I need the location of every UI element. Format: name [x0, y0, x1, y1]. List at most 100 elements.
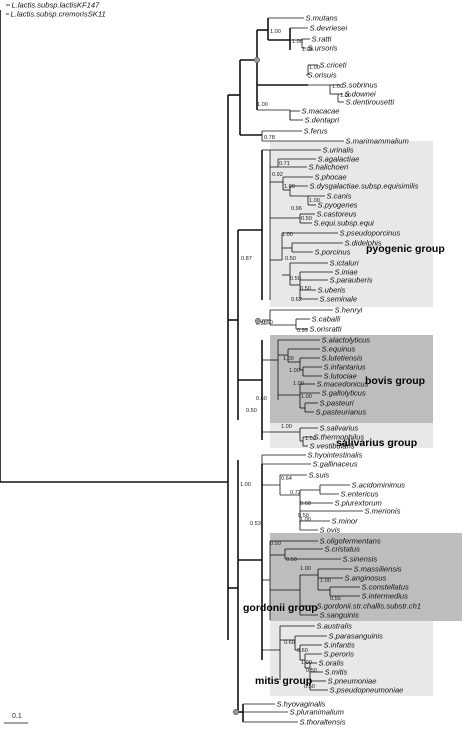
mitis-group-box — [270, 621, 433, 696]
support-value: 0.71 — [279, 161, 290, 167]
taxon-label: S.thoraltensis — [300, 718, 346, 727]
support-value: 1.00 — [284, 184, 295, 190]
taxon-label: S.dysgalactiae.subsp.equisimilis — [310, 182, 419, 191]
support-value: 0.87 — [241, 256, 252, 262]
taxon-label: S.dentirousetti — [346, 98, 395, 107]
taxon-label: S.merionis — [365, 507, 401, 516]
support-value: 1.00 — [309, 65, 320, 71]
taxon-label: S.gallinaceus — [313, 460, 358, 469]
taxon-label: S.intermedius — [362, 592, 409, 601]
taxon-label: S.ovis — [320, 526, 341, 535]
taxon-label: S.ratti — [312, 35, 332, 44]
support-value: 0.62 — [291, 297, 302, 303]
taxon-label: S.peroris — [324, 650, 355, 659]
taxon-label: S.parauberis — [330, 276, 373, 285]
support-value: 0.50 — [270, 541, 281, 547]
support-value: 0.50 — [285, 256, 296, 262]
taxon-label: S.agalactiae — [318, 155, 360, 164]
support-value: 0.50 — [306, 668, 317, 674]
taxon-label: S.criceti — [320, 61, 347, 70]
taxon-label: S.vestibularis — [310, 442, 355, 451]
taxon-label: S.equinus — [322, 345, 356, 354]
support-value: 1.00 — [257, 102, 268, 108]
support-value: 1.00 — [309, 198, 320, 204]
taxon-label: S.downei — [345, 90, 377, 99]
taxon-label: S.orisuis — [308, 71, 337, 80]
support-value: 1.00 — [300, 517, 311, 523]
support-value: 1.00 — [332, 84, 343, 90]
support-value: 0.50 — [300, 286, 311, 292]
taxon-label: S.oralis — [319, 659, 345, 668]
support-value: 0.50 — [298, 513, 309, 519]
support-value: 0.60 — [297, 648, 308, 654]
taxon-label: S.iniae — [335, 268, 358, 277]
taxon-label: S.pseudopneumoniae — [330, 686, 404, 695]
taxon-label: S.plurextorum — [335, 499, 382, 508]
taxon-label: S.didelphis — [345, 239, 382, 248]
node-marker-henryi — [254, 317, 262, 325]
taxon-label: S.infantis — [324, 641, 355, 650]
taxon-label: S.entericus — [341, 490, 379, 499]
taxon-label: L.lactis.subsp.cremorisSK11 — [11, 10, 106, 19]
taxon-label: S.sobrinus — [342, 81, 378, 90]
taxon-label: S.mitis — [325, 668, 348, 677]
node-marker-top — [253, 56, 261, 64]
support-value: 0.55 — [330, 596, 341, 602]
taxon-label: S.parasanguinis — [329, 632, 384, 641]
taxon-label: S.macacae — [302, 107, 340, 116]
taxon-label: S.lutociae — [324, 372, 357, 381]
support-value: 1.00 — [292, 39, 303, 45]
taxon-label: S.ferus — [304, 127, 328, 136]
taxon-label: S.alactolyticus — [322, 336, 371, 345]
taxon-label: S.infantarius — [324, 363, 366, 372]
support-value: 0.68 — [300, 501, 311, 507]
support-values: 1.001.001.001.001.001.001.000.780.710.92… — [240, 29, 351, 690]
taxon-label: S.orisratti — [310, 325, 342, 334]
support-value: 0.50 — [304, 684, 315, 690]
support-value: 0.72 — [290, 490, 301, 496]
taxon-label: S.porcinus — [315, 248, 351, 257]
taxon-label: S.suis — [309, 471, 330, 480]
support-value: 0.64 — [281, 476, 292, 482]
taxon-label: S.henryi — [335, 306, 363, 315]
taxon-label: S.seminale — [320, 295, 358, 304]
taxon-label: S.marimammalium — [346, 137, 409, 146]
taxon-label: S.macedonicus — [317, 380, 369, 389]
taxon-labels: L.lactis.subsp.lactisKF147L.lactis.subsp… — [11, 1, 422, 727]
support-value: 0.50 — [256, 321, 267, 327]
node-marker-hyovaginalis — [232, 708, 240, 716]
support-value: 0.50 — [262, 320, 273, 326]
support-value: 0.53 — [250, 521, 261, 527]
support-value: 1.00 — [320, 578, 331, 584]
support-value: 1.00 — [340, 93, 351, 99]
taxon-label: S.caballi — [312, 315, 341, 324]
taxon-label: S.pseudoporcinus — [340, 229, 401, 238]
taxon-label: S.sinensis — [343, 555, 378, 564]
taxon-label: S.dentapri — [305, 116, 340, 125]
bovis-group-box — [270, 335, 433, 423]
salivarius-group-box — [270, 423, 433, 448]
support-value: 1.00 — [302, 47, 313, 53]
scale-bar-label: 0.1 — [12, 713, 22, 720]
support-value: 1.00 — [283, 356, 294, 362]
support-value: 0.60 — [256, 396, 267, 402]
taxon-label: S.castoreus — [317, 210, 357, 219]
support-value: 1.00 — [293, 381, 304, 387]
support-value: 0.50 — [301, 216, 312, 222]
taxon-label: S.canis — [327, 192, 352, 201]
support-value: 1.00 — [281, 424, 292, 430]
taxon-label: S.phocae — [315, 173, 347, 182]
tree-branches — [0, 4, 363, 723]
mitis-group-label: mitis group — [255, 675, 312, 687]
support-value: 0.50 — [290, 276, 301, 282]
taxon-label: S.thermophilus — [314, 433, 365, 442]
bovis-group-label: bovis group — [365, 375, 425, 387]
taxon-label: S.pasteurianus — [316, 408, 367, 417]
taxon-label: S.mutans — [306, 14, 338, 23]
taxon-label: S.lutetiensis — [322, 354, 363, 363]
support-value: 1.00 — [301, 660, 312, 666]
taxon-label: S.gordonii.str.challis.substr.ch1 — [317, 602, 422, 611]
support-value: 1.00 — [289, 368, 300, 374]
taxon-label: S.acidominimus — [352, 481, 406, 490]
